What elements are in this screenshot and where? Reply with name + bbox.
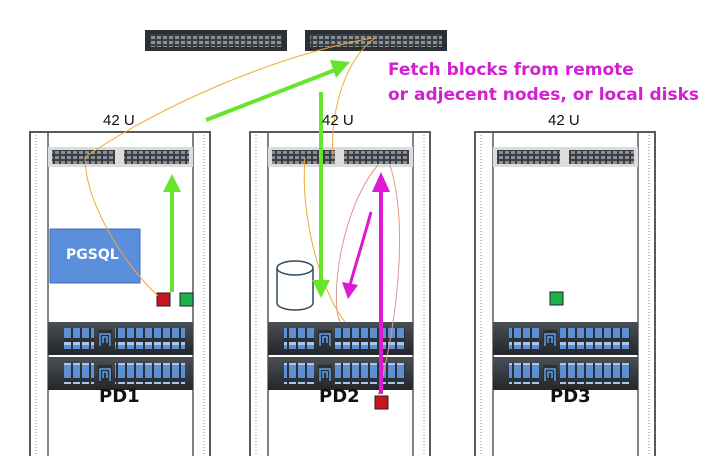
green-block <box>179 292 194 307</box>
server-icon <box>268 357 413 390</box>
rack-pd1-units-label: 42 U <box>103 112 135 129</box>
server-icon <box>493 322 638 355</box>
spine-switch-1 <box>145 30 287 51</box>
rack-pd2-units-label: 42 U <box>322 112 354 129</box>
red-block <box>156 292 171 307</box>
rack-pd3-name: PD3 <box>550 386 591 407</box>
server-icon <box>268 322 413 355</box>
annotation-line-1: Fetch blocks from remote <box>388 60 634 80</box>
database-label: PGSQL <box>66 247 119 263</box>
rack-pd3 <box>474 131 656 456</box>
annotation-line-2: or adjecent nodes, or local disks <box>388 85 700 105</box>
rack-pd3-units-label: 42 U <box>548 112 580 129</box>
leaf-switch-icon <box>569 150 634 164</box>
server-icon <box>48 322 193 355</box>
leaf-switch-icon <box>497 150 560 164</box>
magenta-arrows <box>342 172 390 394</box>
leaf-switch-icon <box>124 150 189 164</box>
rack-pd2 <box>249 131 431 456</box>
green-block <box>549 291 564 306</box>
rack-pd1-name: PD1 <box>99 386 140 407</box>
server-icon <box>493 357 638 390</box>
rack-pd1 <box>29 131 211 456</box>
green-arrows <box>163 60 350 298</box>
database-box <box>49 228 141 284</box>
red-block <box>374 395 389 410</box>
leaf-switch-icon <box>344 150 409 164</box>
leaf-switch-icon <box>272 150 335 164</box>
leaf-switch-icon <box>52 150 115 164</box>
flow-lines <box>84 37 401 397</box>
rack-pd2-name: PD2 <box>319 386 360 407</box>
disk-cylinder-icon <box>276 260 314 311</box>
server-icon <box>48 357 193 390</box>
